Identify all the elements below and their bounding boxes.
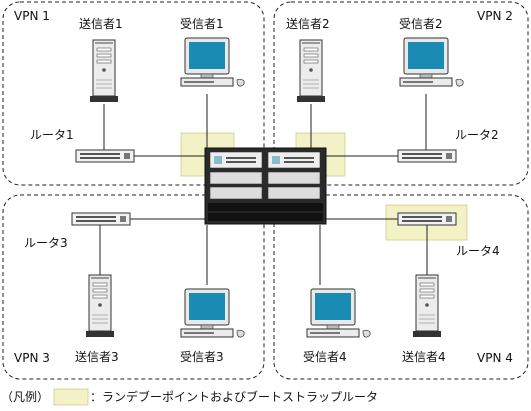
vpn1-label: VPN 1 [14, 9, 50, 23]
vpn3-label: VPN 3 [14, 351, 50, 365]
receiver4-label: 受信者4 [303, 350, 347, 364]
receiver2-pc-icon [399, 37, 464, 87]
sender4-label: 送信者4 [402, 349, 446, 364]
vpn3-region [2, 194, 265, 380]
legend-prefix: （凡例） [1, 390, 49, 404]
router4-label: ルータ4 [456, 244, 500, 258]
sender1-server-icon [89, 39, 119, 103]
router1-icon [75, 149, 135, 163]
backbone-router [204, 147, 327, 225]
sender1-label: 送信者1 [79, 16, 123, 31]
sender4-server-icon [412, 274, 442, 338]
receiver2-label: 受信者2 [399, 17, 443, 31]
receiver3-pc-icon [180, 288, 245, 338]
sender3-label: 送信者3 [75, 349, 119, 364]
sender2-server-icon [296, 39, 326, 103]
vpn2-label: VPN 2 [477, 9, 513, 23]
vpn4-label: VPN 4 [477, 351, 513, 365]
legend-swatch [53, 388, 89, 406]
sender3-server-icon [85, 274, 115, 338]
receiver1-pc-icon [180, 37, 245, 87]
vpn1-region [2, 1, 265, 186]
router1-label: ルータ1 [30, 128, 74, 142]
router4-icon [397, 212, 457, 226]
vpn2-region [273, 1, 529, 186]
sender2-label: 送信者2 [286, 16, 330, 31]
router2-icon [397, 149, 457, 163]
router2-label: ルータ2 [455, 128, 499, 142]
legend-description: ：ランデブーポイントおよびブートストラップルータ [90, 389, 378, 404]
router3-label: ルータ3 [24, 236, 68, 250]
receiver1-label: 受信者1 [180, 17, 224, 31]
router3-icon [71, 212, 131, 226]
receiver4-pc-icon [306, 288, 371, 338]
receiver3-label: 受信者3 [180, 350, 224, 364]
vpn4-region [273, 194, 529, 380]
